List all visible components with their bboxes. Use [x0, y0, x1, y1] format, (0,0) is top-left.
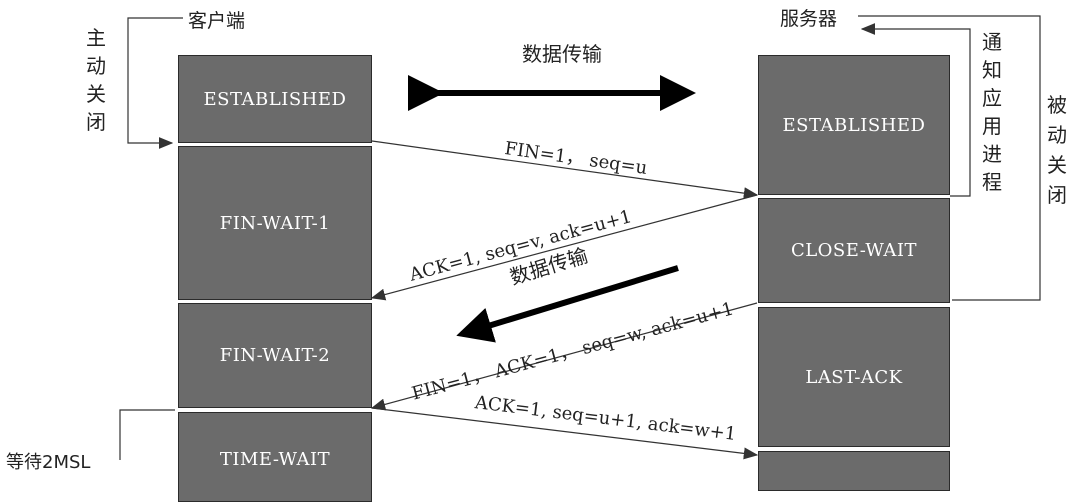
client-state-fin-wait-1: FIN-WAIT-1 [178, 146, 372, 300]
server-state-established: ESTABLISHED [758, 55, 950, 195]
client-state-established: ESTABLISHED [178, 55, 372, 143]
fin2-arrow [370, 302, 758, 411]
wait-2msl-label: 等待2MSL [6, 452, 91, 473]
half-transfer-arrow [456, 265, 679, 343]
passive-close-bracket [858, 15, 1041, 301]
client-title: 客户端 [188, 10, 246, 32]
ack2-arrow [371, 407, 759, 460]
server-state-close-wait: CLOSE-WAIT [758, 198, 950, 303]
notify-bracket [860, 23, 971, 197]
passive-close-label: 被动关闭 [1047, 93, 1067, 207]
client-state-time-wait: TIME-WAIT [178, 412, 372, 502]
notify-app-label: 通知应用进程 [982, 30, 1002, 194]
server-state-closed-partial [758, 451, 950, 491]
connector-layer [119, 15, 1041, 460]
server-title: 服务器 [780, 8, 838, 30]
wait-2msl-bracket [119, 409, 175, 460]
fin1-arrow [371, 140, 759, 200]
client-state-fin-wait-2: FIN-WAIT-2 [178, 303, 372, 408]
ack1-arrow [370, 194, 758, 301]
active-close-label: 主动关闭 [86, 26, 106, 134]
server-state-last-ack: LAST-ACK [758, 307, 950, 447]
active-close-bracket [127, 17, 183, 149]
data-transfer-label: 数据传输 [522, 42, 602, 66]
